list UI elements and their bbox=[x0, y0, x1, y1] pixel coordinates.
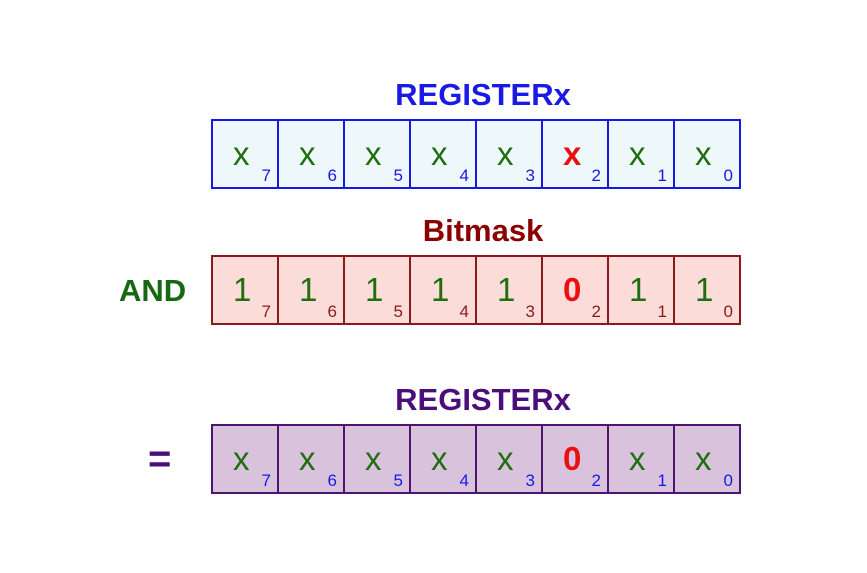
bit-index: 6 bbox=[327, 166, 337, 185]
bit-index: 0 bbox=[723, 471, 733, 490]
bit-value: 1 bbox=[629, 271, 648, 308]
bit-index: 5 bbox=[393, 302, 403, 321]
bit-value: 1 bbox=[497, 271, 516, 308]
bit-index: 4 bbox=[459, 166, 469, 185]
bit-index: 1 bbox=[657, 166, 667, 185]
bit-value: 0 bbox=[563, 271, 582, 308]
bit-value: x bbox=[431, 440, 448, 477]
bit-index: 3 bbox=[525, 166, 535, 185]
bit-index: 6 bbox=[327, 471, 337, 490]
bit-value: 1 bbox=[233, 271, 252, 308]
bit-index: 7 bbox=[261, 302, 271, 321]
bit-value: x bbox=[233, 440, 250, 477]
bit-index: 1 bbox=[657, 471, 667, 490]
bit-value: 1 bbox=[365, 271, 384, 308]
and-operator: AND bbox=[119, 273, 187, 308]
bit-value: x bbox=[365, 440, 382, 477]
bit-value: 1 bbox=[431, 271, 450, 308]
bit-index: 0 bbox=[723, 166, 733, 185]
bit-index: 2 bbox=[591, 166, 601, 185]
bit-value: x bbox=[365, 135, 382, 172]
bit-value: x bbox=[695, 135, 712, 172]
bit-index: 4 bbox=[459, 471, 469, 490]
register-title: REGISTERx bbox=[395, 77, 571, 112]
bit-index: 5 bbox=[393, 166, 403, 185]
bit-index: 6 bbox=[327, 302, 337, 321]
bit-index: 0 bbox=[723, 302, 733, 321]
bit-index: 5 bbox=[393, 471, 403, 490]
bit-value: 1 bbox=[299, 271, 318, 308]
bit-value: x bbox=[233, 135, 250, 172]
bit-index: 2 bbox=[591, 302, 601, 321]
bit-index: 1 bbox=[657, 302, 667, 321]
bit-value: x bbox=[629, 135, 646, 172]
bit-value: 0 bbox=[563, 440, 582, 477]
bit-value: x bbox=[563, 135, 582, 172]
equals-operator: = bbox=[148, 437, 172, 481]
bit-index: 2 bbox=[591, 471, 601, 490]
bit-value: x bbox=[695, 440, 712, 477]
bit-value: x bbox=[431, 135, 448, 172]
bit-value: x bbox=[497, 440, 514, 477]
bit-value: x bbox=[629, 440, 646, 477]
bit-value: 1 bbox=[695, 271, 714, 308]
bit-value: x bbox=[497, 135, 514, 172]
bit-index: 3 bbox=[525, 302, 535, 321]
bit-value: x bbox=[299, 135, 316, 172]
bit-index: 7 bbox=[261, 166, 271, 185]
bit-value: x bbox=[299, 440, 316, 477]
bit-index: 7 bbox=[261, 471, 271, 490]
bit-index: 4 bbox=[459, 302, 469, 321]
bit-index: 3 bbox=[525, 471, 535, 490]
bitmask-title: Bitmask bbox=[422, 213, 544, 248]
result-title: REGISTERx bbox=[395, 382, 571, 417]
